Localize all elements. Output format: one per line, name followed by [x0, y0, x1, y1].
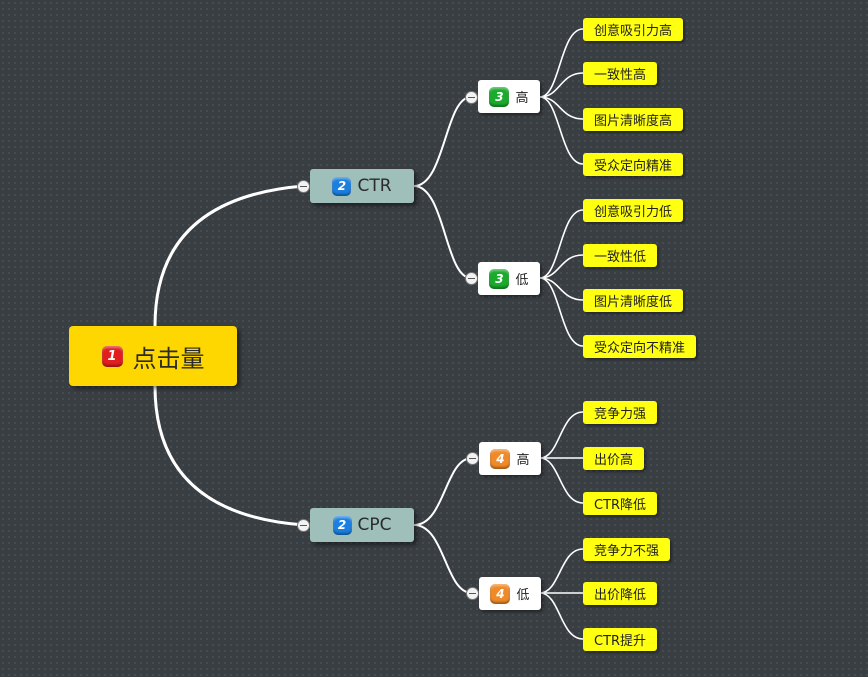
priority-3-icon: 3	[489, 268, 510, 289]
subtopic-label: 低	[516, 588, 530, 603]
subtopic-cpc-high[interactable]: 4 高	[479, 442, 541, 475]
connector-cpc-low	[413, 524, 473, 594]
leaf-topic[interactable]: 一致性低	[583, 244, 658, 267]
root-topic[interactable]: 1 点击量	[69, 326, 237, 386]
subtopic-ctr-high[interactable]: 3 高	[478, 80, 540, 113]
connector-leaf	[539, 96, 584, 165]
leaf-topic[interactable]: 创意吸引力低	[583, 199, 684, 222]
connector-leaf	[539, 96, 584, 120]
collapse-toggle-cpc-low-icon[interactable]	[466, 587, 479, 600]
connector-leaf	[539, 254, 584, 279]
priority-2-icon: 2	[332, 515, 352, 535]
collapse-toggle-ctr-low-icon[interactable]	[465, 272, 478, 285]
collapse-toggle-ctr-icon[interactable]	[297, 180, 310, 193]
subtopic-label: 低	[515, 273, 529, 288]
branch-ctr[interactable]: 2 CTR	[310, 169, 414, 203]
branch-label: CTR	[357, 176, 392, 196]
connector-ctr-low	[413, 185, 472, 279]
connector-leaf	[539, 411, 584, 459]
branch-label: CPC	[357, 515, 392, 535]
subtopic-cpc-low[interactable]: 4 低	[479, 577, 541, 610]
connector-leaf	[539, 277, 584, 301]
connector-leaf	[539, 548, 584, 594]
connector-leaf	[539, 72, 584, 98]
collapse-toggle-cpc-icon[interactable]	[297, 519, 310, 532]
priority-2-icon: 2	[332, 176, 352, 196]
root-topic-label: 点击量	[132, 344, 205, 373]
leaf-topic[interactable]: 一致性高	[583, 62, 658, 85]
connector-leaf	[539, 209, 584, 279]
collapse-toggle-ctr-high-icon[interactable]	[465, 91, 478, 104]
connector-ctr-high	[413, 96, 472, 187]
branch-cpc[interactable]: 2 CPC	[310, 508, 414, 542]
leaf-topic[interactable]: 创意吸引力高	[583, 18, 684, 41]
leaf-topic[interactable]: 受众定向不精准	[583, 335, 697, 358]
connector-leaf	[539, 457, 584, 504]
connector-root-cpc	[153, 384, 306, 527]
priority-3-icon: 3	[489, 86, 510, 107]
connector-cpc-high	[413, 457, 473, 526]
collapse-toggle-cpc-high-icon[interactable]	[466, 452, 479, 465]
leaf-topic[interactable]: 图片清晰度低	[583, 289, 684, 312]
leaf-topic[interactable]: CTR降低	[583, 492, 658, 515]
connector-root-ctr	[153, 184, 306, 328]
leaf-topic[interactable]: CTR提升	[583, 628, 658, 651]
subtopic-label: 高	[516, 453, 530, 468]
priority-4-icon: 4	[490, 583, 511, 604]
leaf-topic[interactable]: 图片清晰度高	[583, 108, 684, 131]
priority-4-icon: 4	[490, 448, 511, 469]
connector-leaf	[539, 277, 584, 347]
leaf-topic[interactable]: 出价高	[583, 447, 645, 470]
leaf-topic[interactable]: 竞争力不强	[583, 538, 671, 561]
subtopic-label: 高	[515, 91, 529, 106]
connector-leaf	[539, 592, 584, 640]
leaf-topic[interactable]: 受众定向精准	[583, 153, 684, 176]
leaf-topic[interactable]: 竞争力强	[583, 401, 658, 424]
subtopic-ctr-low[interactable]: 3 低	[478, 262, 540, 295]
leaf-topic[interactable]: 出价降低	[583, 582, 658, 605]
connector-leaf	[539, 28, 584, 98]
priority-1-icon: 1	[101, 345, 123, 367]
